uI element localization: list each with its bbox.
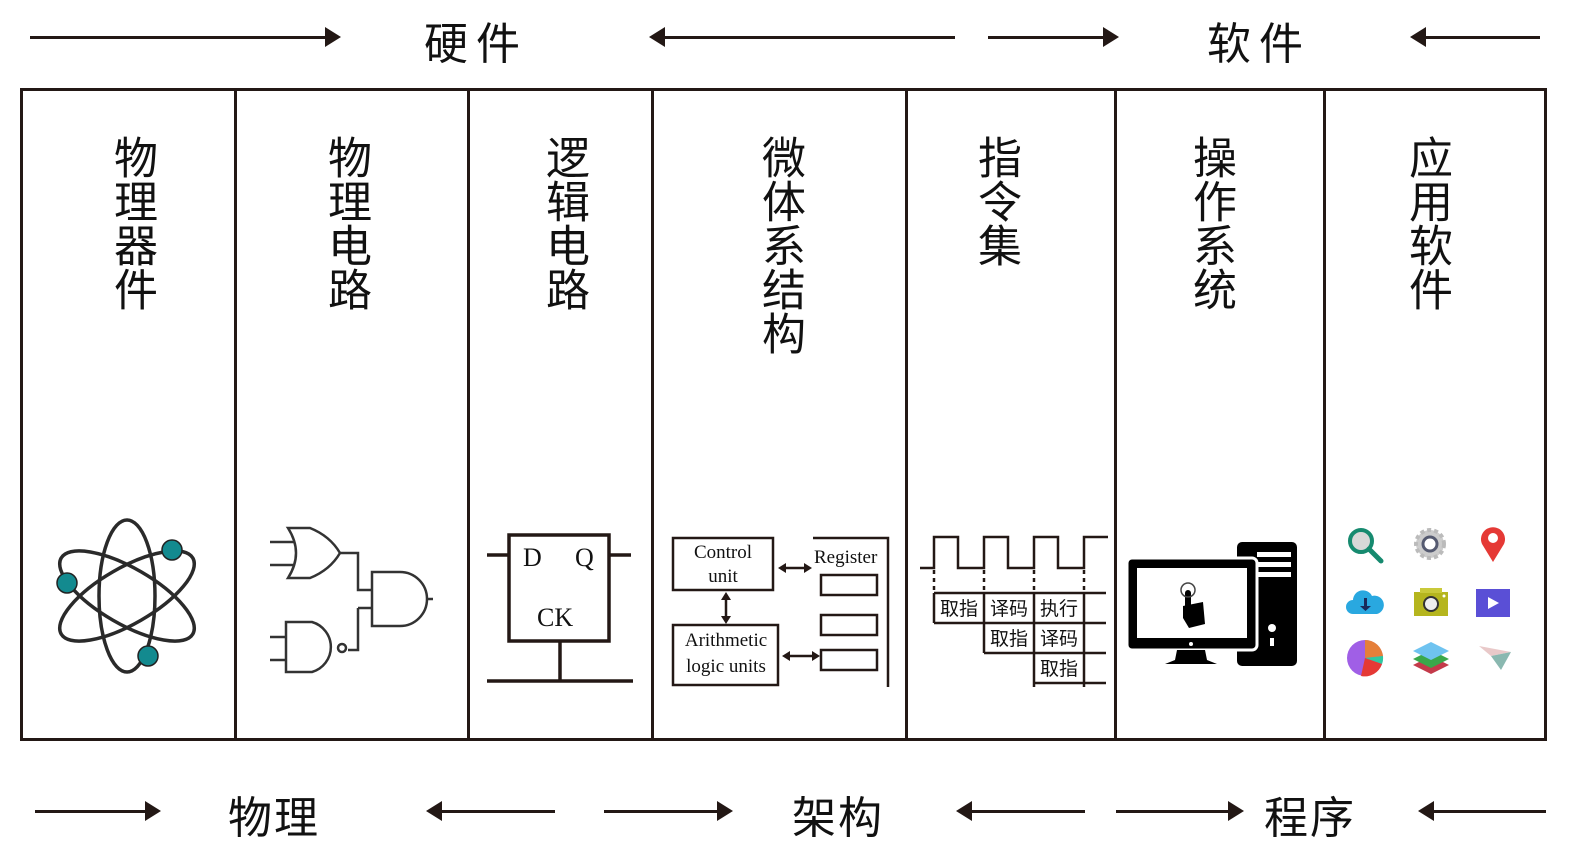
column-title-physical-circuits: 物理电路 xyxy=(320,135,371,311)
pipeline-timing-icon: 取指 译码 执行 取指 译码 取指 xyxy=(920,535,1108,687)
d-label: D xyxy=(523,543,542,572)
pie-chart-icon xyxy=(1347,639,1384,677)
column-divider xyxy=(1323,88,1326,741)
hardware-label: 硬件 xyxy=(424,19,528,70)
program-label: 程序 xyxy=(1264,793,1356,844)
column-title-logic-circuits: 逻辑电路 xyxy=(538,135,589,311)
d-flip-flop-icon: D Q CK xyxy=(487,533,633,683)
layers-icon xyxy=(1413,642,1449,674)
stage-fetch: 取指 xyxy=(940,598,978,620)
software-label: 软件 xyxy=(1207,19,1311,70)
ck-label: CK xyxy=(537,603,573,632)
column-divider xyxy=(651,88,654,741)
control-unit-label: unit xyxy=(708,566,738,587)
register-label: Register xyxy=(814,547,878,568)
column-divider xyxy=(1114,88,1117,741)
q-label: Q xyxy=(575,543,594,572)
cloud-download-icon xyxy=(1346,590,1384,614)
stage-fetch: 取指 xyxy=(990,628,1028,650)
arrow-right xyxy=(604,801,733,821)
video-play-icon xyxy=(1476,589,1510,617)
logic-gates-icon xyxy=(270,526,433,674)
arrow-right xyxy=(30,27,341,47)
column-title-isa: 指令集 xyxy=(970,135,1021,267)
stage-decode: 译码 xyxy=(990,599,1028,620)
column-title-app-software: 应用软件 xyxy=(1401,135,1452,311)
stage-fetch: 取指 xyxy=(1040,658,1078,680)
column-title-physical-devices: 物理器件 xyxy=(106,135,157,311)
column-title-os: 操作系统 xyxy=(1185,135,1236,311)
control-unit-label: Control xyxy=(694,542,752,563)
column-divider xyxy=(234,88,237,741)
alu-label: logic units xyxy=(686,656,766,677)
stage-execute: 执行 xyxy=(1040,598,1078,620)
arrow-left xyxy=(956,801,1085,821)
layers-frame xyxy=(20,88,1547,741)
gear-icon xyxy=(1414,528,1446,560)
physics-label: 物理 xyxy=(228,793,320,844)
search-icon xyxy=(1348,528,1384,564)
column-divider xyxy=(467,88,470,741)
column-divider xyxy=(905,88,908,741)
camera-icon xyxy=(1414,588,1448,616)
paper-plane-icon xyxy=(1479,646,1511,670)
arrow-left xyxy=(1418,801,1546,821)
alu-label: Arithmetic xyxy=(685,630,767,651)
desktop-computer-icon xyxy=(1125,542,1297,666)
arrow-left xyxy=(649,27,955,47)
arrow-right xyxy=(35,801,161,821)
map-pin-icon xyxy=(1481,527,1505,562)
stage-decode: 译码 xyxy=(1040,629,1078,650)
app-icons-grid xyxy=(1340,520,1530,685)
atom-icon xyxy=(56,518,197,674)
column-title-microarchitecture: 微体系结构 xyxy=(754,135,805,355)
arrow-right xyxy=(988,27,1119,47)
cpu-block-diagram-icon: Control unit Arithmetic logic units Regi… xyxy=(671,536,890,687)
architecture-label: 架构 xyxy=(792,793,884,844)
arrow-right xyxy=(1116,801,1244,821)
arrow-left xyxy=(426,801,555,821)
arrow-left xyxy=(1410,27,1540,47)
